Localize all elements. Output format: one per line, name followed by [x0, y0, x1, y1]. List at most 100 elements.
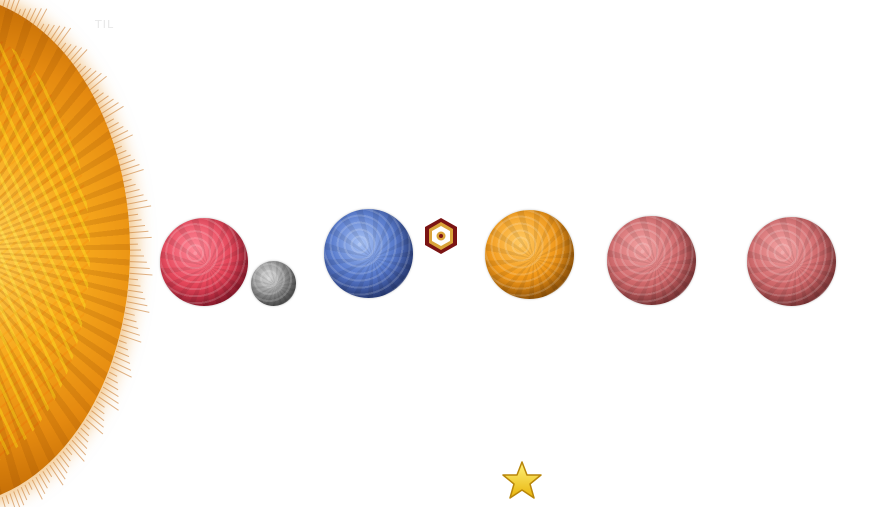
corona-spike — [96, 95, 109, 105]
corona-spike — [112, 134, 133, 145]
corona-spike — [129, 261, 147, 263]
corona-spike — [126, 199, 148, 205]
corona-spike — [128, 213, 139, 217]
hexagon-marker-icon[interactable] — [423, 216, 459, 256]
corona-spike — [93, 92, 104, 101]
corona-spike — [13, 491, 21, 507]
corona-spike — [80, 427, 90, 437]
corona-spike — [28, 8, 37, 24]
corona-spike — [65, 45, 77, 59]
corona-spike — [5, 495, 10, 505]
corona-spike — [68, 443, 85, 462]
corona-spike — [49, 464, 64, 486]
corona-spike — [17, 9, 21, 17]
corona-spike — [125, 194, 144, 200]
corona-spike — [9, 0, 15, 13]
corona-spike — [121, 329, 140, 336]
corona-spike — [102, 386, 119, 398]
corona-spike — [104, 381, 119, 391]
corona-spike — [108, 125, 124, 135]
corona-spike — [91, 89, 99, 96]
corona-spike — [71, 439, 87, 456]
corona-spike — [129, 272, 153, 276]
corona-spike — [123, 183, 136, 188]
corona-spike — [122, 178, 132, 183]
corona-spike — [110, 366, 132, 378]
corona-spike — [88, 414, 104, 428]
corona-spike — [104, 118, 115, 125]
corona-spike — [38, 474, 48, 489]
corona-spike — [100, 391, 119, 404]
corona-spike — [117, 154, 131, 161]
star-icon[interactable] — [501, 460, 543, 500]
corona-spike — [102, 105, 124, 120]
corona-spike — [120, 164, 140, 172]
corona-spike — [77, 65, 87, 75]
corona-spike — [129, 266, 150, 269]
corona-spike — [125, 306, 150, 313]
planet-blue[interactable] — [324, 209, 413, 298]
corona-spike — [52, 26, 66, 45]
corona-spike — [80, 67, 92, 79]
planet-red[interactable] — [160, 218, 248, 306]
corona-spike — [118, 340, 127, 344]
corona-spike — [114, 145, 123, 150]
corona-spike — [28, 482, 33, 490]
corona-spike — [115, 150, 127, 156]
corona-spike — [1, 496, 6, 507]
corona-spike — [35, 8, 48, 30]
corona-spike — [126, 301, 148, 307]
corona-spike — [110, 130, 129, 140]
corona-spike — [1, 0, 6, 10]
corona-spike — [49, 25, 61, 42]
corona-spike — [74, 435, 88, 449]
corona-spike — [85, 72, 102, 87]
corona-spike — [45, 468, 53, 478]
corona-spike — [56, 27, 72, 48]
corona-spike — [65, 447, 73, 456]
corona-spike — [120, 334, 142, 343]
corona-spike — [83, 70, 97, 83]
corona-spike — [128, 289, 143, 293]
corona-spike — [24, 484, 30, 496]
corona-spike — [62, 43, 72, 55]
corona-spike — [98, 98, 114, 110]
planet-orange[interactable] — [485, 210, 574, 299]
corona-spike — [71, 49, 88, 67]
corona-spike — [124, 312, 135, 316]
corona-spike — [112, 361, 132, 371]
corona-spike — [88, 75, 107, 92]
corona-spike — [31, 479, 43, 500]
corona-spike — [117, 345, 129, 351]
corona-spike — [45, 24, 55, 38]
corona-spike — [127, 205, 152, 211]
corona-spike — [108, 371, 118, 377]
corona-spike — [129, 225, 146, 228]
corona-spike — [20, 486, 28, 501]
planet-rose-2[interactable] — [747, 217, 836, 306]
corona-spike — [98, 396, 119, 411]
corona-spike — [128, 219, 142, 222]
corona-spike — [77, 431, 89, 443]
corona-spike — [121, 169, 144, 177]
corona-spike — [129, 236, 152, 240]
sun-corona — [1, 0, 153, 507]
corona-spike — [83, 423, 90, 430]
corona-spike — [35, 476, 46, 495]
corona-spike — [127, 295, 146, 300]
corona-spike — [106, 122, 119, 130]
corona-spike — [42, 471, 51, 483]
corona-spike — [114, 356, 131, 364]
corona-spike — [52, 461, 66, 480]
corona-spike — [129, 278, 139, 281]
corona-spike — [93, 405, 105, 415]
corona-spike — [124, 189, 140, 194]
planet-rose-1[interactable] — [607, 216, 696, 305]
corona-spike — [85, 419, 104, 435]
corona-spike — [96, 401, 105, 408]
corona-spike — [122, 323, 139, 329]
corona-spike — [100, 102, 119, 115]
planet-gray-moon[interactable] — [251, 261, 296, 306]
corona-spike — [38, 23, 45, 32]
